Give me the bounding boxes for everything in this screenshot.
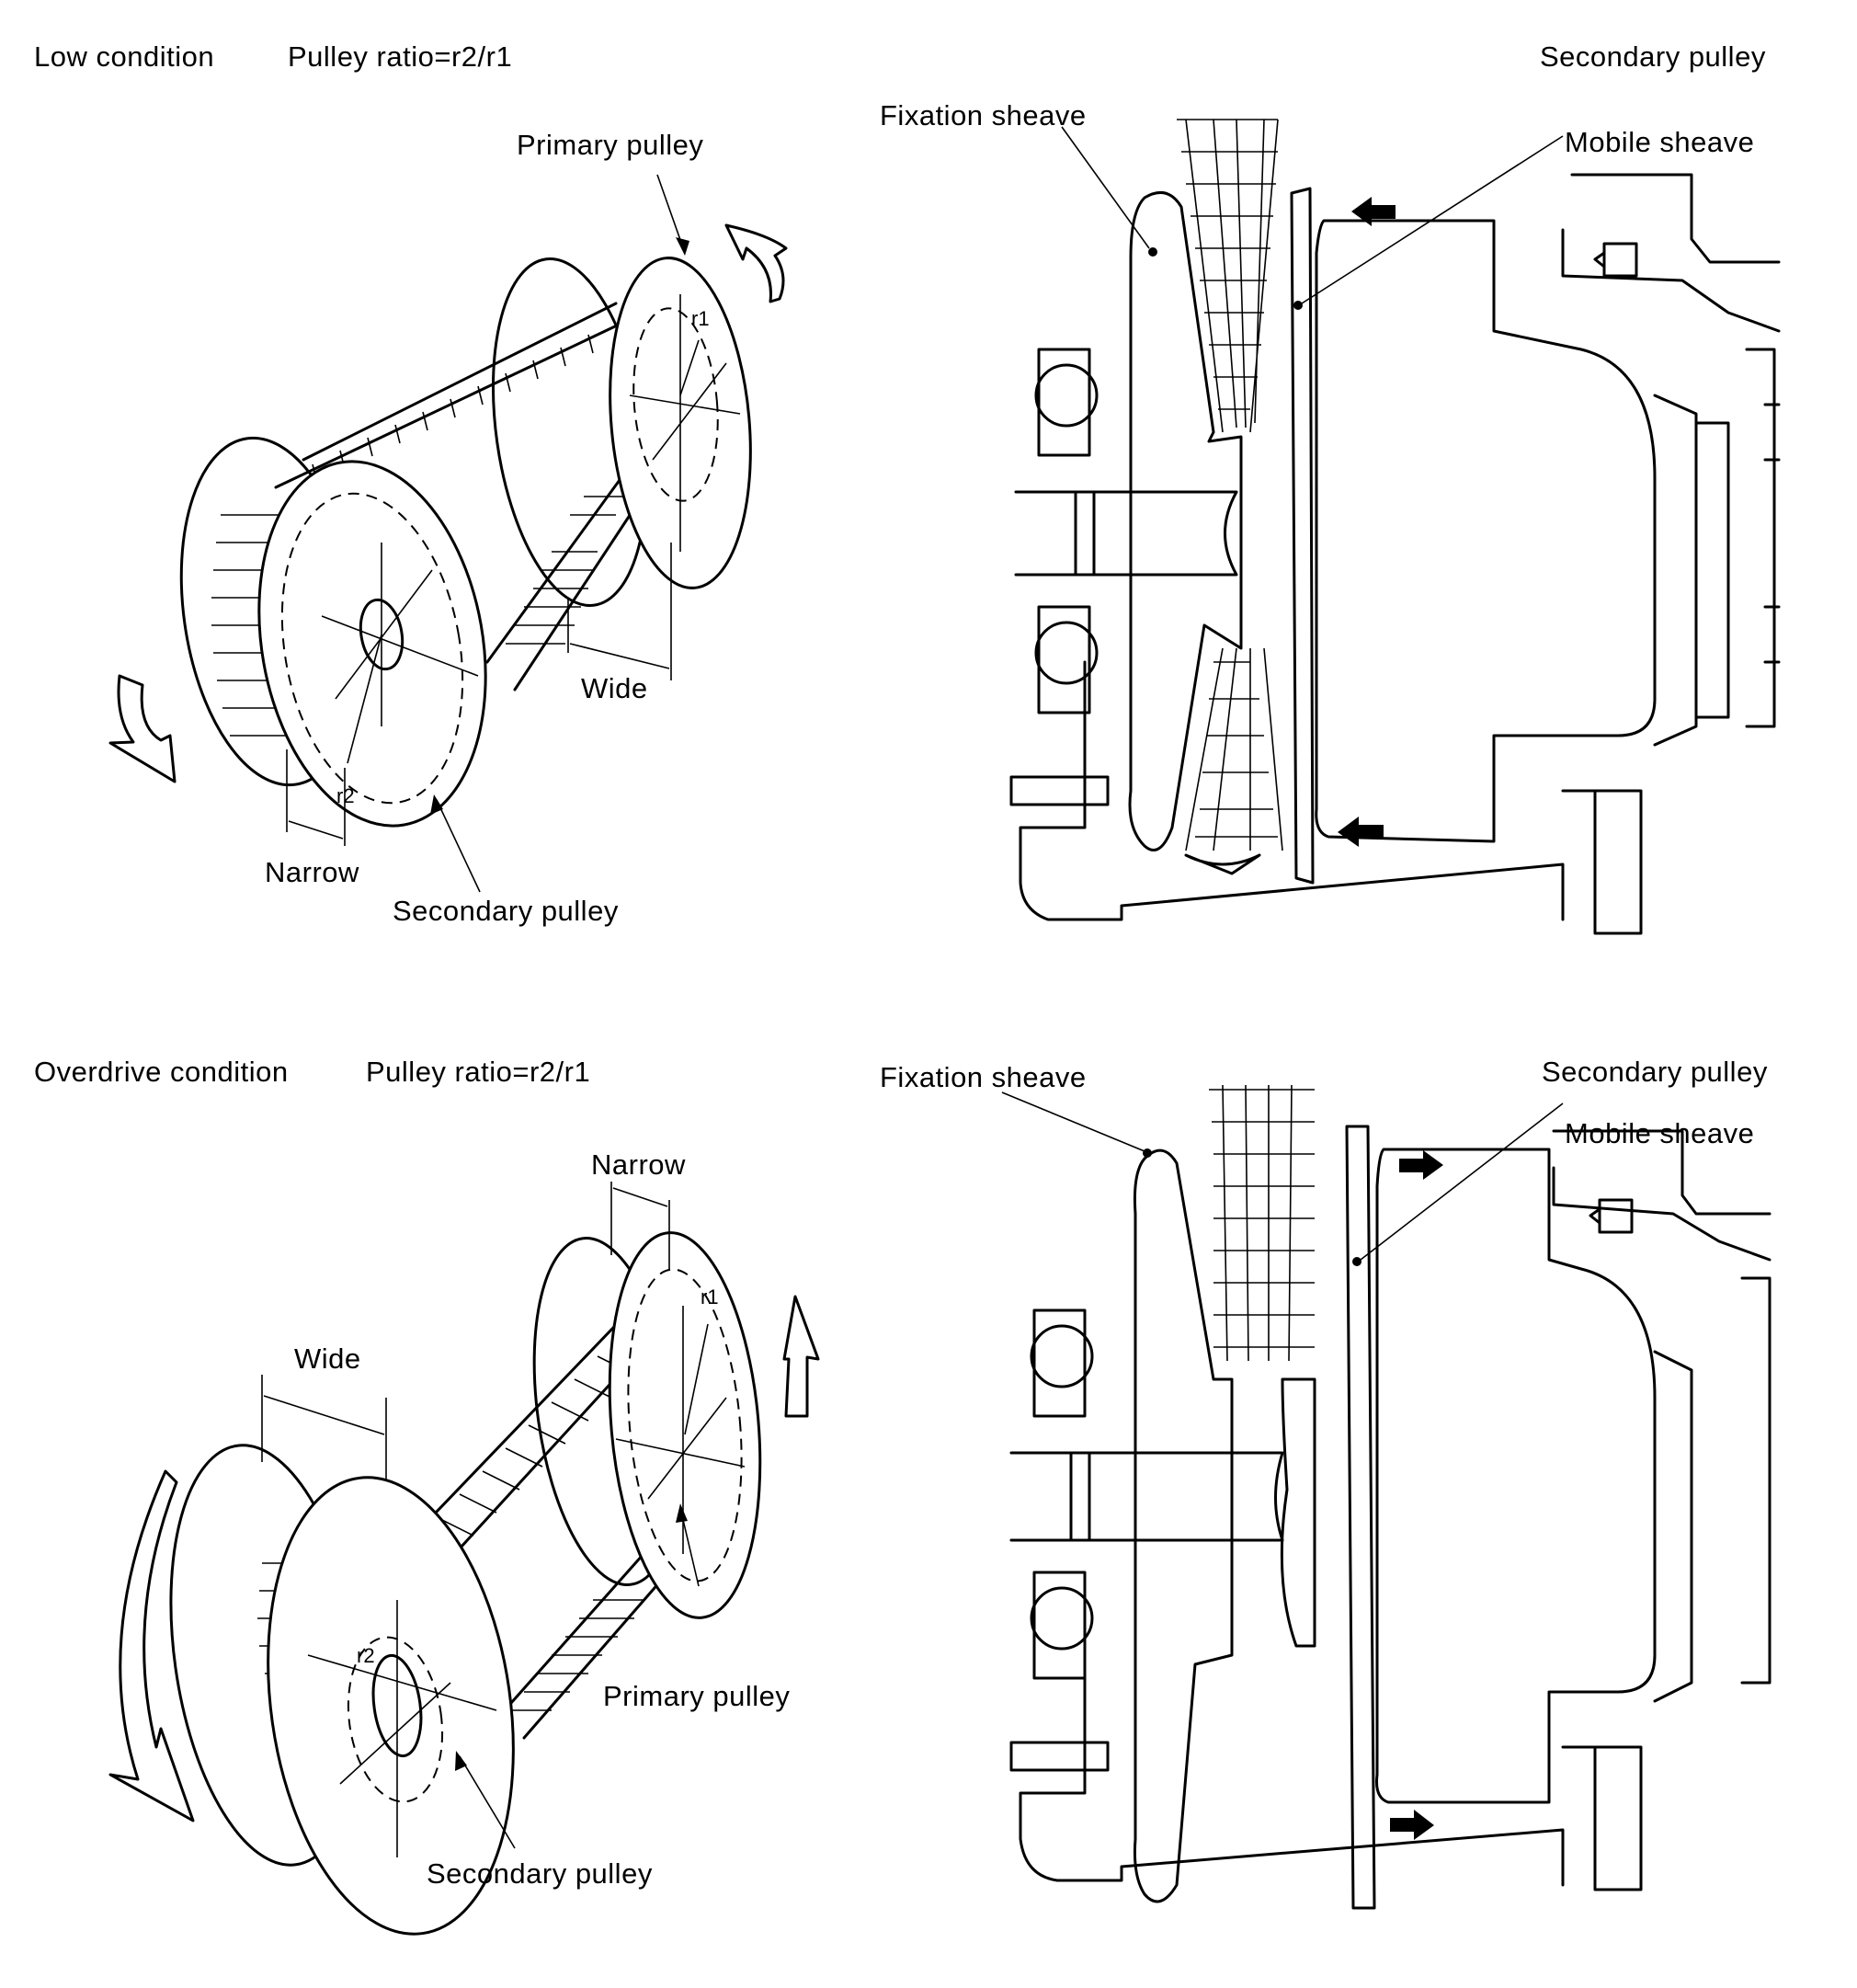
overdrive-narrow-dimension: [612, 1187, 668, 1207]
overdrive-lower-bearing: [1032, 1571, 1087, 1680]
overdrive-section-title: Secondary pulley: [1542, 1056, 1768, 1088]
overdrive-primary-rotation-arrow: [782, 1295, 820, 1418]
low-mobile-sheave-label: Mobile sheave: [1565, 126, 1755, 158]
r1-radius-line: [679, 339, 700, 396]
overdrive-wide-dimension: [263, 1395, 385, 1435]
overdrive-upper-bearing: [1032, 1308, 1087, 1418]
overdrive-r2-label: r2: [357, 1644, 375, 1667]
low-shaft: [1014, 490, 1238, 577]
secondary-rotation-arrow: [108, 674, 177, 783]
overdrive-condition-heading: Overdrive condition: [34, 1056, 289, 1088]
low-mobile-sheave-arrow-top: [1351, 197, 1396, 226]
low-mobile-sheave: [1290, 187, 1315, 885]
low-condition-section-drawing: [1009, 119, 1781, 935]
overdrive-narrow-label: Narrow: [591, 1148, 686, 1181]
overdrive-primary-front-disc: [608, 1231, 762, 1619]
overdrive-secondary-pulley-label: Secondary pulley: [427, 1857, 653, 1890]
low-r2-label: r2: [336, 784, 355, 807]
secondary-pulley-leader: [436, 799, 481, 893]
overdrive-section-drawing: [1001, 1084, 1772, 1910]
overdrive-r1-label: r1: [701, 1285, 719, 1308]
secondary-pulley-hub: [359, 598, 404, 671]
low-wide-label: Wide: [581, 672, 648, 704]
low-fixation-sheave-label: Fixation sheave: [880, 99, 1087, 131]
overdrive-fixation-sheave-label: Fixation sheave: [880, 1061, 1087, 1093]
low-secondary-pulley-label: Secondary pulley: [393, 895, 619, 927]
belt-upper-edge: [274, 302, 636, 489]
low-primary-pulley-label: Primary pulley: [517, 129, 704, 161]
low-upper-bearing: [1037, 348, 1091, 457]
secondary-pulley-groove: [211, 514, 294, 737]
low-section-title: Secondary pulley: [1540, 40, 1766, 73]
low-lower-bearing: [1037, 605, 1091, 714]
overdrive-mobile-sheave: [1345, 1125, 1376, 1910]
mobile-sheave-leader: [1301, 135, 1564, 304]
low-belt-section: [1177, 119, 1283, 851]
overdrive-mobile-sheave-arrow-bottom: [1390, 1810, 1434, 1840]
overdrive-wide-label: Wide: [294, 1342, 361, 1375]
overdrive-secondary-front-disc: [267, 1476, 515, 1936]
fixation-sheave-leader: [1061, 126, 1150, 249]
overdrive-pulley-illustration: [108, 1182, 820, 1936]
r2-radius-line: [347, 634, 382, 764]
belt-teeth-lower: [506, 496, 625, 645]
overdrive-fixation-sheave: [1134, 1148, 1234, 1903]
overdrive-mobile-sheave-arrow-top: [1399, 1150, 1443, 1180]
low-condition-heading: Low condition: [34, 40, 215, 73]
low-pulley-ratio-label: Pulley ratio=r2/r1: [288, 40, 513, 73]
low-narrow-label: Narrow: [265, 856, 359, 888]
low-condition-pulley-illustration: [108, 174, 788, 893]
secondary-pulley-front-disc: [257, 460, 487, 828]
overdrive-piston-drum: [1375, 1148, 1657, 1804]
overdrive-primary-pulley-label: Primary pulley: [603, 1680, 791, 1712]
overdrive-shaft: [1009, 1451, 1284, 1542]
overdrive-mobile-sheave-leader: [1360, 1103, 1564, 1261]
low-mobile-sheave-arrow-bottom: [1338, 817, 1384, 847]
overdrive-mobile-sheave-label: Mobile sheave: [1565, 1117, 1755, 1149]
low-fixation-sheave: [1128, 190, 1243, 851]
low-piston-drum: [1315, 219, 1657, 843]
overdrive-pulley-ratio-label: Pulley ratio=r2/r1: [366, 1056, 591, 1088]
overdrive-belt-section: [1209, 1084, 1315, 1362]
narrow-dimension-line: [288, 820, 344, 840]
primary-rotation-arrow: [724, 223, 788, 303]
wide-dimension-line: [569, 643, 670, 669]
overdrive-secondary-rotation-arrow: [108, 1469, 195, 1822]
low-r1-label: r1: [691, 307, 710, 330]
overdrive-fixation-sheave-leader: [1001, 1091, 1145, 1152]
